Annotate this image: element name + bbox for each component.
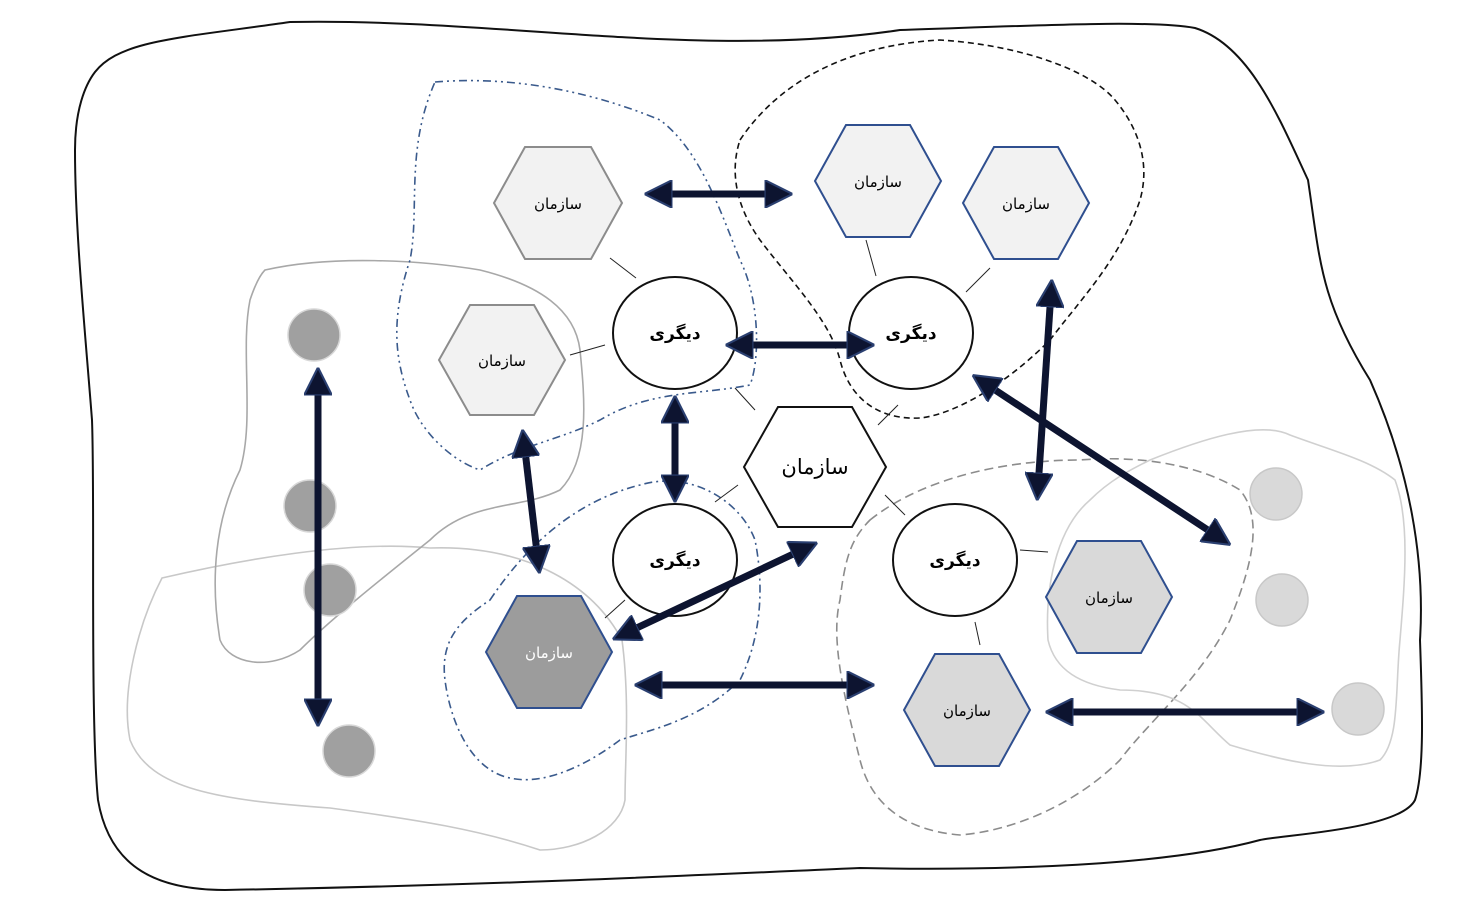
connector-line: [974, 621, 981, 646]
hex-label: سازمان: [1085, 589, 1133, 607]
connector-line: [609, 257, 637, 279]
circle-label: دیگری: [649, 550, 700, 571]
organization-hex-2: سازمان: [437, 304, 567, 416]
individual-dot: [1331, 682, 1385, 736]
other-circle-4: دیگری: [892, 503, 1018, 617]
region-blue-lower: [443, 480, 761, 781]
region-dashed-upper-right: [734, 39, 1145, 419]
double-arrow: [524, 442, 538, 561]
hex-label: سازمان: [854, 173, 902, 191]
individual-dot: [322, 724, 376, 778]
circle-label: دیگری: [885, 323, 936, 344]
hex-label: سازمان: [534, 195, 582, 213]
circle-label: دیگری: [649, 323, 700, 344]
region-gray-left: [214, 259, 585, 664]
connector-line: [884, 494, 906, 516]
other-circle-1: دیگری: [612, 276, 738, 390]
organization-hex-5: سازمان: [1044, 540, 1174, 654]
organization-hex-dark: سازمان: [484, 595, 614, 709]
double-arrow: [983, 382, 1220, 538]
hex-label: سازمان: [781, 455, 848, 479]
organization-hex-4: سازمان: [961, 146, 1091, 260]
individual-dot: [1255, 573, 1309, 627]
connector-line: [1019, 549, 1049, 553]
connector-line: [965, 267, 991, 293]
hex-label: سازمان: [1002, 195, 1050, 213]
circle-label: دیگری: [929, 550, 980, 571]
hex-label: سازمان: [478, 352, 526, 370]
individual-dot: [303, 563, 357, 617]
connector-line: [714, 484, 739, 503]
arrows: [318, 194, 1312, 714]
outer-boundary: [73, 20, 1424, 892]
connector-line: [569, 344, 606, 356]
organization-hex-3: سازمان: [813, 124, 943, 238]
other-circle-3: دیگری: [612, 503, 738, 617]
connector-line: [604, 599, 626, 619]
individual-dot: [283, 479, 337, 533]
individual-dot: [1249, 467, 1303, 521]
individual-dot: [287, 308, 341, 362]
organization-hex-1: سازمان: [492, 146, 624, 260]
organization-hex-center: سازمان: [742, 406, 888, 528]
region-blue-upper-left: [396, 79, 758, 471]
hex-label: سازمان: [943, 702, 991, 720]
connector-lines: [569, 239, 1049, 646]
connector-line: [865, 239, 877, 277]
double-arrow: [624, 548, 806, 634]
organization-hex-6: سازمان: [902, 653, 1032, 767]
other-circle-2: دیگری: [848, 276, 974, 390]
connector-line: [734, 387, 756, 411]
connector-line: [877, 404, 899, 426]
double-arrow: [1038, 292, 1051, 488]
hex-label: سازمان: [525, 644, 573, 662]
region-light-gray-left: [126, 545, 628, 851]
